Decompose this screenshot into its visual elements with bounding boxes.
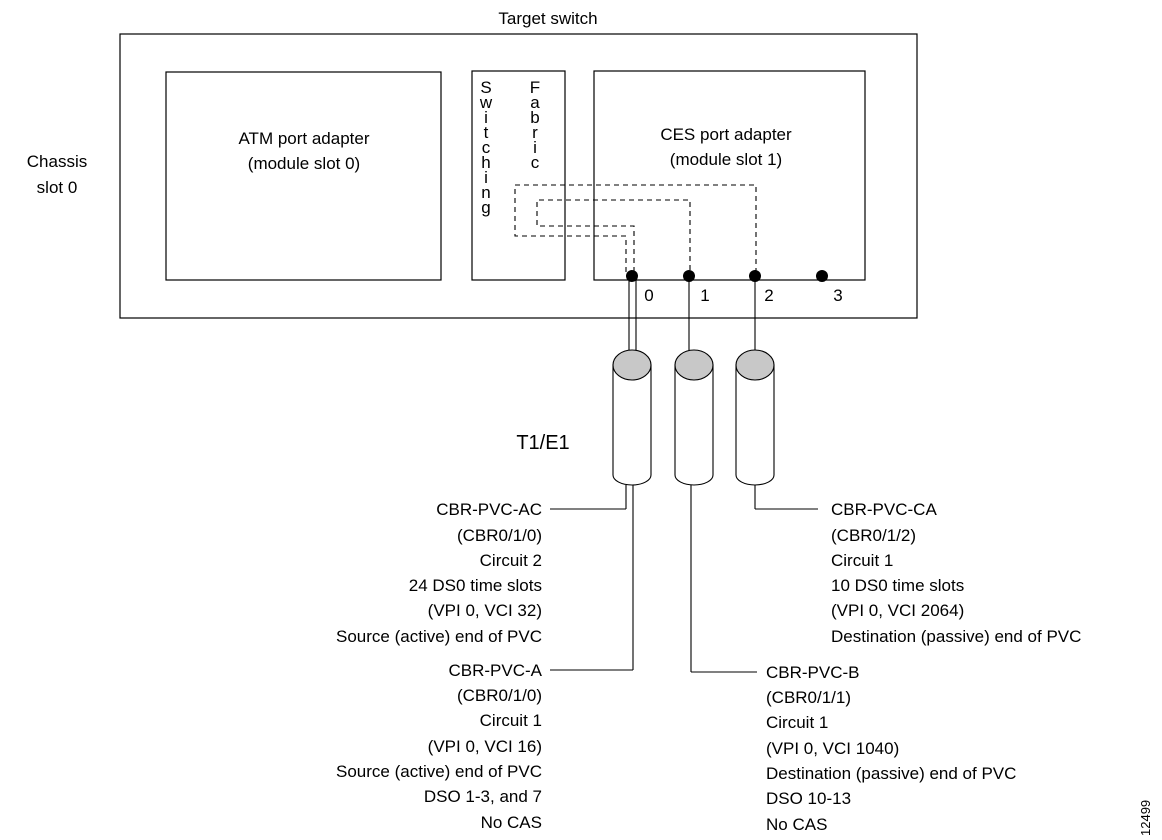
chassis-label-line-1: Chassis <box>27 152 87 171</box>
circuit-ac-name: CBR-PVC-AC <box>436 500 542 519</box>
circuit-ca-timeslots: 10 DS0 time slots <box>831 576 964 595</box>
port-3-dot <box>816 270 828 282</box>
chassis-label-line-2: slot 0 <box>37 178 78 197</box>
circuit-a-cas: No CAS <box>481 813 542 832</box>
atm-port-adapter-label: ATM port adapter <box>238 129 369 148</box>
dashed-connection-port0-port2 <box>514 184 757 272</box>
target-switch-title: Target switch <box>498 9 597 28</box>
fabric-letter: r <box>532 123 538 142</box>
ces-port-adapter-box <box>593 70 866 281</box>
circuit-b-cas: No CAS <box>766 815 827 834</box>
circuit-b-name: CBR-PVC-B <box>766 663 860 682</box>
cable-1-cylinder <box>674 349 714 486</box>
target-switch-box <box>119 33 918 319</box>
circuit-ac-role: Source (active) end of PVC <box>336 627 542 646</box>
circuit-ac-label: CBR-PVC-AC (CBR0/1/0) Circuit 2 24 DS0 t… <box>336 500 542 646</box>
dashed-connection-port0-port1 <box>536 199 691 272</box>
circuit-ca-name: CBR-PVC-CA <box>831 500 937 519</box>
fabric-letter: i <box>533 138 537 157</box>
fabric-letter: c <box>531 153 540 172</box>
switching-letter: S <box>480 78 491 97</box>
circuit-ca-interface: (CBR0/1/2) <box>831 526 916 545</box>
circuit-ac-timeslots: 24 DS0 time slots <box>409 576 542 595</box>
circuit-ca-circuit: Circuit 1 <box>831 551 893 570</box>
circuit-b-vpi-vci: (VPI 0, VCI 1040) <box>766 739 899 758</box>
circuit-ac-interface: (CBR0/1/0) <box>457 526 542 545</box>
circuit-b-interface: (CBR0/1/1) <box>766 688 851 707</box>
circuit-b-ds0: DSO 10-13 <box>766 789 851 808</box>
circuit-a-circuit: Circuit 1 <box>480 711 542 730</box>
atm-port-adapter-slot: (module slot 0) <box>248 154 360 173</box>
ces-port-adapter-slot: (module slot 1) <box>670 150 782 169</box>
fabric-letter: a <box>530 93 540 112</box>
port-1-label: 1 <box>700 286 709 305</box>
circuit-a-vpi-vci: (VPI 0, VCI 16) <box>428 737 542 756</box>
circuit-a-role: Source (active) end of PVC <box>336 762 542 781</box>
port-0-label: 0 <box>644 286 653 305</box>
circuit-b-label: CBR-PVC-B (CBR0/1/1) Circuit 1 (VPI 0, V… <box>766 663 1016 834</box>
switching-letter: i <box>484 168 488 187</box>
circuit-a-name: CBR-PVC-A <box>448 661 542 680</box>
t1-e1-label: T1/E1 <box>516 432 569 454</box>
circuit-b-circuit: Circuit 1 <box>766 713 828 732</box>
switching-fabric-text: S w i t c h i n g F a b r i c <box>479 78 540 217</box>
switching-letter: i <box>484 108 488 127</box>
figure-id: 12499 <box>1138 800 1153 836</box>
switching-letter: t <box>484 123 489 142</box>
cable-0-cylinder <box>612 349 652 486</box>
circuit-ac-circuit: Circuit 2 <box>480 551 542 570</box>
circuit-a-interface: (CBR0/1/0) <box>457 686 542 705</box>
circuit-a-label: CBR-PVC-A (CBR0/1/0) Circuit 1 (VPI 0, V… <box>336 661 543 832</box>
circuit-b-role: Destination (passive) end of PVC <box>766 764 1016 783</box>
switching-fabric-box <box>471 70 566 281</box>
circuit-ca-role: Destination (passive) end of PVC <box>831 627 1081 646</box>
cable-2-cylinder <box>735 349 775 486</box>
fabric-letter: F <box>530 78 540 97</box>
switching-letter: c <box>482 138 491 157</box>
switching-letter: w <box>479 93 493 112</box>
switching-letter: g <box>481 198 490 217</box>
switching-letter: n <box>481 183 490 202</box>
switching-letter: h <box>481 153 490 172</box>
circuit-ac-vpi-vci: (VPI 0, VCI 32) <box>428 601 542 620</box>
port-2-label: 2 <box>764 286 773 305</box>
circuit-a-ds0: DSO 1-3, and 7 <box>424 787 542 806</box>
atm-port-adapter-box <box>165 71 442 281</box>
fabric-letter: b <box>530 108 539 127</box>
circuit-ca-vpi-vci: (VPI 0, VCI 2064) <box>831 601 964 620</box>
circuit-ca-label: CBR-PVC-CA (CBR0/1/2) Circuit 1 10 DS0 t… <box>831 500 1081 646</box>
port-3-label: 3 <box>833 286 842 305</box>
ces-port-adapter-label: CES port adapter <box>660 125 792 144</box>
